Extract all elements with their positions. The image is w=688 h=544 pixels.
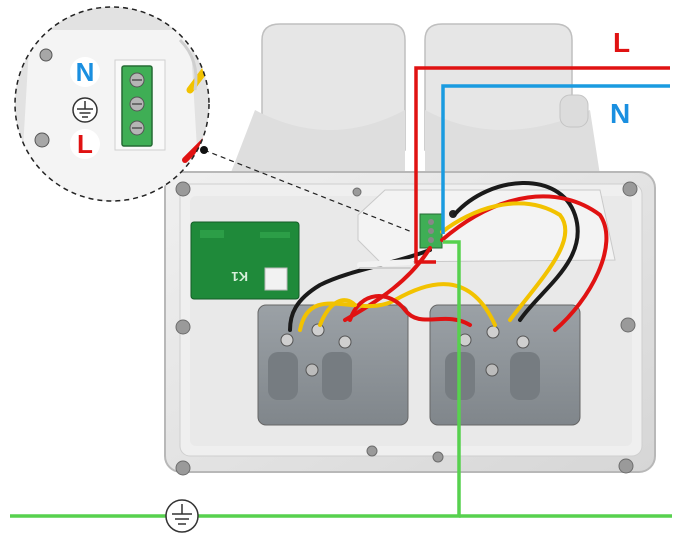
inset-border — [14, 6, 210, 202]
earth-wire — [10, 240, 672, 518]
live-label: L — [613, 27, 630, 58]
pcb-board: K1 — [190, 221, 300, 300]
zoom-anchor-dot — [200, 146, 208, 154]
inset-live-label: L — [77, 129, 93, 159]
terminal-inset: N L — [14, 6, 210, 202]
pcb-code-label: K1 — [231, 269, 248, 284]
inset-neutral-badge: N — [70, 57, 100, 87]
live-wire — [414, 66, 670, 264]
zoom-leader-line — [203, 149, 413, 233]
inset-earth-icon — [72, 97, 98, 123]
left-socket — [257, 304, 409, 426]
right-socket — [429, 304, 581, 426]
earth-icon — [165, 499, 199, 533]
inset-neutral-label: N — [76, 57, 95, 87]
neutral-label: N — [610, 98, 630, 129]
inset-live-badge: L — [70, 129, 100, 159]
housing-screws — [175, 181, 638, 476]
neutral-wire — [441, 84, 670, 234]
internal-wires — [288, 181, 609, 332]
